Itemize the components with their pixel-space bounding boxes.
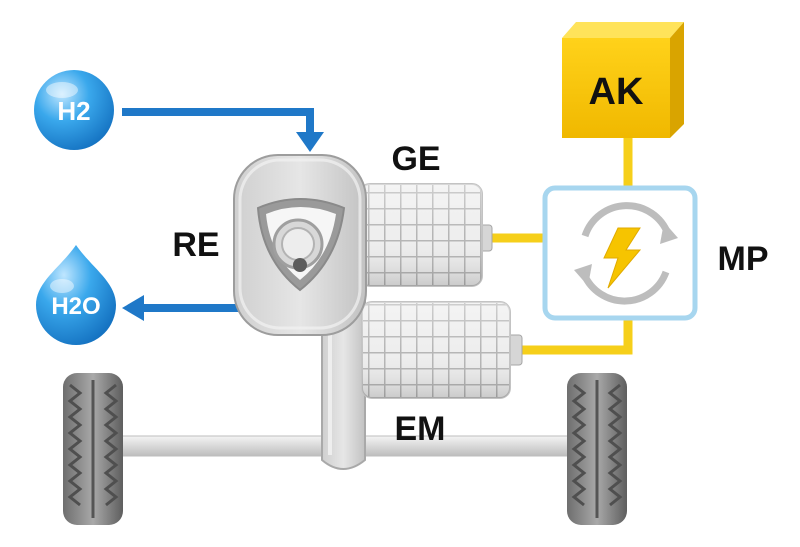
- water-drop-icon: H2O: [36, 245, 116, 345]
- ak-label: AK: [589, 71, 644, 113]
- electric-motor: [361, 301, 523, 399]
- re-label: RE: [172, 226, 219, 264]
- ge-label: GE: [391, 140, 440, 178]
- rotary-engine: [233, 154, 367, 336]
- mp-label: MP: [718, 240, 769, 278]
- right-wheel: [567, 373, 627, 525]
- left-wheel: [63, 373, 123, 525]
- water-exhaust-line: [122, 295, 242, 321]
- electric-lines: [485, 138, 633, 355]
- h2-label: H2: [57, 96, 90, 126]
- generator: [359, 183, 493, 287]
- lightning-bolt-with-circular-arrows-icon: [574, 202, 678, 305]
- battery-block: [562, 22, 684, 138]
- em-label: EM: [395, 410, 446, 448]
- hydrogen-bubble: H2: [34, 70, 114, 150]
- h2o-label: H2O: [51, 293, 100, 320]
- hydrogen-supply-line: [122, 108, 324, 152]
